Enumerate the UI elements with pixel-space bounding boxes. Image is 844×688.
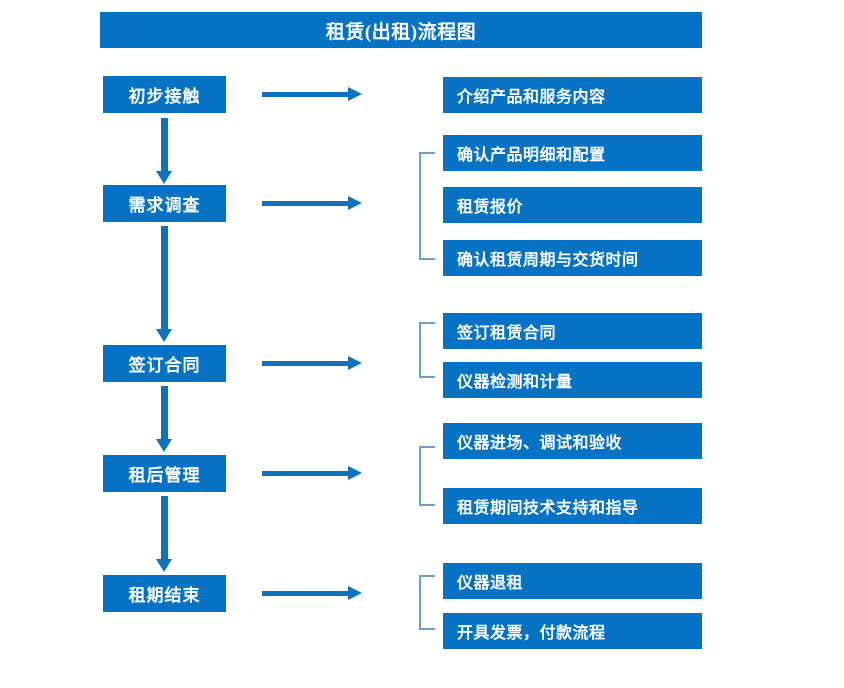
bracket-connector-icon-group4	[419, 446, 435, 506]
detail-box-7[interactable]: 仪器进场、调试和验收	[443, 423, 702, 459]
detail-box-6[interactable]: 仪器检测和计量	[443, 362, 702, 398]
right-arrow-icon-4	[262, 466, 362, 480]
page-title: 租赁(出租)流程图	[100, 12, 702, 48]
detail-box-8[interactable]: 租赁期间技术支持和指导	[443, 488, 702, 524]
detail-box-5[interactable]: 签订租赁合同	[443, 313, 702, 349]
stage-box-1[interactable]: 初步接触	[103, 76, 226, 113]
right-arrow-icon-3	[262, 356, 362, 370]
down-arrow-icon-1	[156, 118, 172, 184]
down-arrow-icon-3	[156, 386, 172, 452]
detail-box-2[interactable]: 确认产品明细和配置	[443, 135, 702, 171]
right-arrow-icon-5	[262, 586, 362, 600]
bracket-connector-icon-group2	[419, 152, 435, 260]
stage-box-5[interactable]: 租期结束	[103, 575, 226, 612]
bracket-connector-icon-group5	[419, 575, 435, 630]
stage-box-2[interactable]: 需求调查	[103, 185, 226, 222]
stage-box-3[interactable]: 签订合同	[103, 345, 226, 382]
detail-box-3[interactable]: 租赁报价	[443, 187, 702, 223]
detail-box-4[interactable]: 确认租赁周期与交货时间	[443, 240, 702, 276]
right-arrow-icon-1	[262, 87, 362, 101]
bracket-connector-icon-group3	[419, 322, 435, 378]
right-arrow-icon-2	[262, 196, 362, 210]
down-arrow-icon-4	[156, 496, 172, 572]
detail-box-1[interactable]: 介绍产品和服务内容	[443, 77, 702, 113]
detail-box-10[interactable]: 开具发票，付款流程	[443, 613, 702, 649]
stage-box-4[interactable]: 租后管理	[103, 455, 226, 492]
down-arrow-icon-2	[156, 226, 172, 342]
detail-box-9[interactable]: 仪器退租	[443, 563, 702, 599]
